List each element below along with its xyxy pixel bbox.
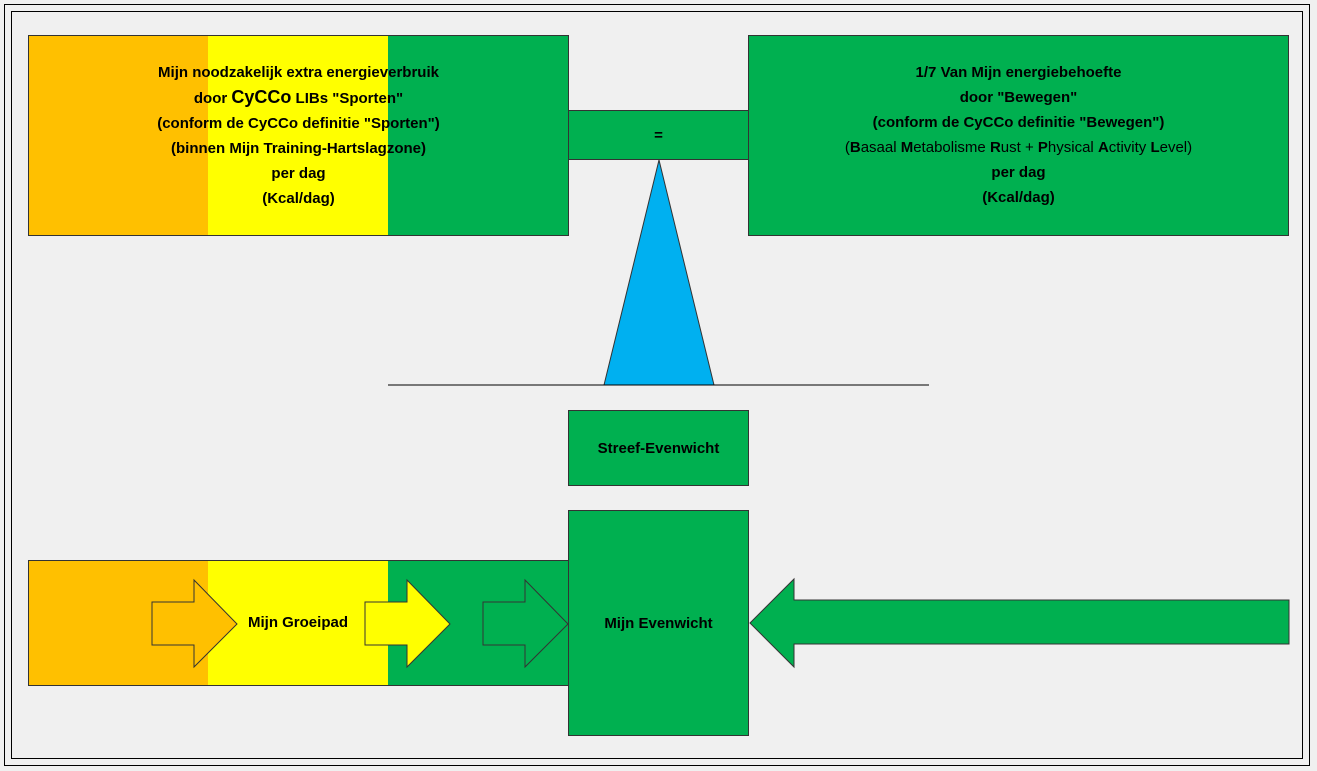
green-arrow-icon — [482, 578, 569, 669]
orange-arrow-icon — [151, 578, 238, 669]
target-balance-label: Streef-Evenwicht — [597, 439, 720, 457]
left-box-line5: per dag — [271, 164, 326, 182]
left-box-line3: (conform de CyCCo definitie "Sporten") — [157, 114, 440, 132]
equals-connector — [568, 110, 749, 160]
right-box-text: 1/7 Van Mijn energiebehoefte door "Beweg… — [748, 35, 1289, 235]
right-box-line1: 1/7 Van Mijn energiebehoefte — [915, 64, 1122, 81]
equals-label: = — [654, 126, 663, 144]
right-box-line3: (conform de CyCCo definitie "Bewegen") — [872, 114, 1165, 131]
my-balance-box — [568, 510, 749, 736]
left-box-line1: Mijn noodzakelijk extra energieverbruik — [158, 63, 439, 81]
right-box-line6: (Kcal/dag) — [982, 189, 1055, 206]
outer-frame — [4, 4, 1310, 766]
left-box-yellow-band — [208, 35, 388, 235]
incoming-arrow-icon — [749, 577, 1290, 669]
growth-path-label: Mijn Groeipad — [247, 614, 348, 631]
left-box-line6: (Kcal/dag) — [262, 189, 335, 207]
right-box — [748, 35, 1289, 236]
right-box-line4: (Basaal Metabolisme Rust + Physical Acti… — [844, 139, 1193, 156]
left-box-text: Mijn noodzakelijk extra energieverbruik … — [28, 35, 569, 235]
left-box-line4: (binnen Mijn Training-Hartslagzone) — [171, 139, 426, 157]
right-box-line5: per dag — [991, 164, 1046, 181]
left-box-line2: door CyCCo LIBs "Sporten" — [193, 86, 404, 107]
target-balance-box — [568, 410, 749, 486]
left-box-green-band — [388, 35, 569, 235]
left-box-orange-band — [28, 35, 208, 235]
cycco-brand: CyCCo — [231, 86, 292, 107]
growth-band-yellow — [208, 560, 388, 685]
my-balance-label: Mijn Evenwicht — [604, 614, 713, 632]
right-box-line2: door "Bewegen" — [959, 89, 1078, 106]
yellow-arrow-icon — [364, 578, 451, 669]
inner-frame — [11, 11, 1303, 759]
